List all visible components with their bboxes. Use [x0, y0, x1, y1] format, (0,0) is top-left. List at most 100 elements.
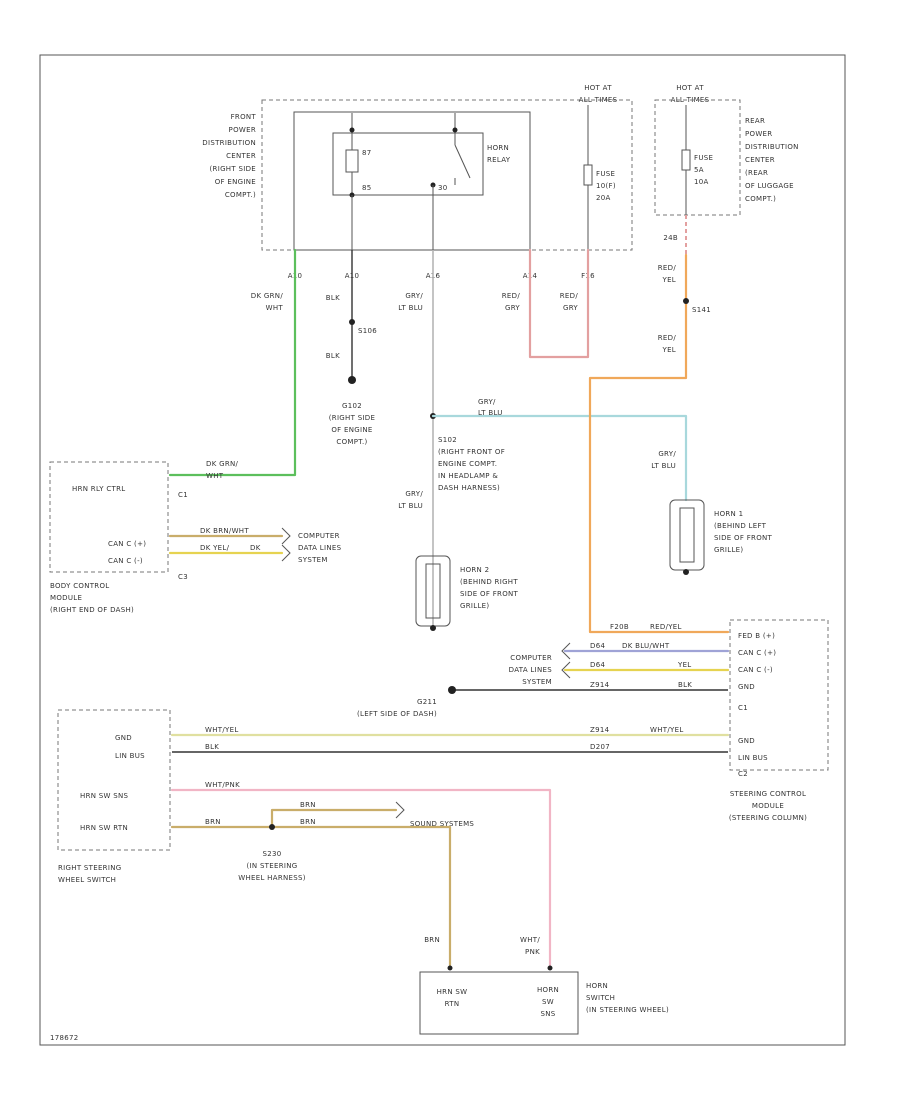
wire-gry-top-label-0: GRY/	[478, 398, 496, 406]
front-pdc-label-0: FRONT	[231, 113, 257, 121]
g211-label-0: G211	[417, 698, 437, 706]
hs-wire-wp-0: WHT/	[520, 936, 540, 944]
rsws-label-1: WHEEL SWITCH	[58, 876, 116, 884]
wire-red-gry-label-0: RED/	[502, 292, 521, 300]
rear-hot-label-1: ALL TIMES	[671, 96, 710, 104]
relay-pin-87: 87	[362, 149, 372, 157]
bcm-cds-0: COMPUTER	[298, 532, 340, 540]
hs-wire-brn: BRN	[424, 936, 440, 944]
scm-cds-0: COMPUTER	[510, 654, 552, 662]
rear-pdc-pin: 24B	[663, 234, 678, 242]
wire-horn1-label-0: GRY/	[658, 450, 676, 458]
front-fuse-label-0: FUSE	[596, 170, 615, 178]
rear-pdc-label-4: (REAR	[745, 169, 768, 177]
horn-relay-label-0: HORN	[487, 144, 509, 152]
horn2-label-3: GRILLE)	[460, 602, 489, 610]
front-fuse	[583, 164, 593, 186]
sound-systems: SOUND SYSTEMS	[410, 820, 474, 828]
hs-right-0: HORN	[537, 986, 559, 994]
bcm-grn-label-0: DK GRN/	[206, 460, 239, 468]
wire-gry-lt-blu-label-0: GRY/	[405, 292, 423, 300]
wire-blk-label-1: BLK	[326, 294, 340, 302]
bcm-can1-label: DK BRN/WHT	[200, 527, 249, 535]
horn2-label-1: (BEHIND RIGHT	[460, 578, 518, 586]
bcm-grn-label-1: WHT	[206, 472, 224, 480]
rsws-label-0: RIGHT STEERING	[58, 864, 121, 872]
scm-circ-5: D207	[590, 743, 610, 751]
hs-right-2: SNS	[540, 1010, 555, 1018]
scm-wl-2: YEL	[677, 661, 692, 669]
wire-gry-mid-label-1: LT BLU	[398, 502, 423, 510]
horn-relay-label-1: RELAY	[487, 156, 511, 164]
bcm-cds-2: SYSTEM	[298, 556, 328, 564]
rear-pdc-label-2: DISTRIBUTION	[745, 143, 799, 151]
horn1-label-2: SIDE OF FRONT	[714, 534, 773, 542]
g211-label-1: (LEFT SIDE OF DASH)	[357, 710, 437, 718]
s230-label-0: S230	[262, 850, 281, 858]
hs-label-2: (IN STEERING WHEEL)	[586, 1006, 669, 1014]
bcm-box	[49, 461, 169, 573]
rsws-box	[57, 709, 171, 851]
rear-fuse-label-0: FUSE	[694, 154, 713, 162]
scm-circ-3: Z914	[590, 681, 610, 689]
rsws-pin-2: HRN SW SNS	[80, 792, 129, 800]
rsws-wl-3: BRN	[205, 818, 221, 826]
bcm-label-0: BODY CONTROL	[50, 582, 109, 590]
front-pdc-box	[261, 99, 633, 251]
bcm-cds-1: DATA LINES	[298, 544, 342, 552]
wire-red-yel-bot-label-0: RED/	[658, 334, 677, 342]
wire-horn1-label-1: LT BLU	[651, 462, 676, 470]
scm-pin-4: GND	[738, 737, 755, 745]
rear-fuse	[681, 149, 691, 171]
horn2-label-2: SIDE OF FRONT	[460, 590, 519, 598]
scm-wl-0: RED/YEL	[650, 623, 682, 631]
horn1-label-0: HORN 1	[714, 510, 743, 518]
bcm-pin-cann: CAN C (-)	[108, 557, 143, 565]
bcm-conn-c3: C3	[178, 573, 188, 581]
rear-pdc-box	[654, 99, 741, 216]
rear-pdc-label-6: COMPT.)	[745, 195, 776, 203]
scm-pin-5: LIN BUS	[738, 754, 768, 762]
horn-relay-box	[332, 132, 484, 196]
wire-brn-sound	[270, 808, 398, 829]
scm-conn-c1: C1	[738, 704, 748, 712]
wire-red-gry2-label-1: GRY	[563, 304, 578, 312]
scm-circ-0: F20B	[610, 623, 629, 631]
rsws-wl-2: WHT/PNK	[205, 781, 240, 789]
wire-dk-grn-wht	[168, 248, 297, 477]
scm-wl-1: DK BLU/WHT	[622, 642, 670, 650]
front-pdc-label-3: CENTER	[226, 152, 256, 160]
s102-label-3: IN HEADLAMP &	[438, 472, 498, 480]
brn-label-top: BRN	[300, 801, 316, 809]
scm-pin-2: CAN C (-)	[738, 666, 773, 674]
scm-circ-1: D64	[590, 642, 605, 650]
front-pdc-label-6: COMPT.)	[225, 191, 256, 199]
scm-cds-2: SYSTEM	[522, 678, 552, 686]
scm-cds-1: DATA LINES	[509, 666, 553, 674]
front-hot-label-0: HOT AT	[584, 84, 612, 92]
rear-fuse-label-1: 5A	[694, 166, 704, 174]
relay-pin-85: 85	[362, 184, 372, 192]
hs-wire-wp-1: PNK	[525, 948, 540, 956]
scm-wl-4: WHT/YEL	[650, 726, 684, 734]
relay-pin-30: 30	[438, 184, 448, 192]
g102-label-2: OF ENGINE	[331, 426, 372, 434]
splice-s106: S106	[358, 327, 377, 335]
front-pdc-label-5: OF ENGINE	[215, 178, 256, 186]
scm-circ-4: Z914	[590, 726, 610, 734]
rear-pdc-label-3: CENTER	[745, 156, 775, 164]
wire-gry-lt-blu-label-1: LT BLU	[398, 304, 423, 312]
rear-pdc-label-0: REAR	[745, 117, 765, 125]
wire-red-yel-top-label-1: YEL	[662, 276, 677, 284]
s102-label-1: (RIGHT FRONT OF	[438, 448, 505, 456]
wire-wht-pnk	[170, 788, 552, 967]
diagram-frame	[39, 54, 846, 1046]
s230-label-1: (IN STEERING	[246, 862, 297, 870]
wire-dk-grn-wht-label-0: DK GRN/	[251, 292, 284, 300]
rear-pdc-label-1: POWER	[745, 130, 772, 138]
hs-label-0: HORN	[586, 982, 608, 990]
horn-switch-box	[419, 971, 579, 1035]
bcm-conn-c1: C1	[178, 491, 188, 499]
front-hot-label-1: ALL TIMES	[579, 96, 618, 104]
